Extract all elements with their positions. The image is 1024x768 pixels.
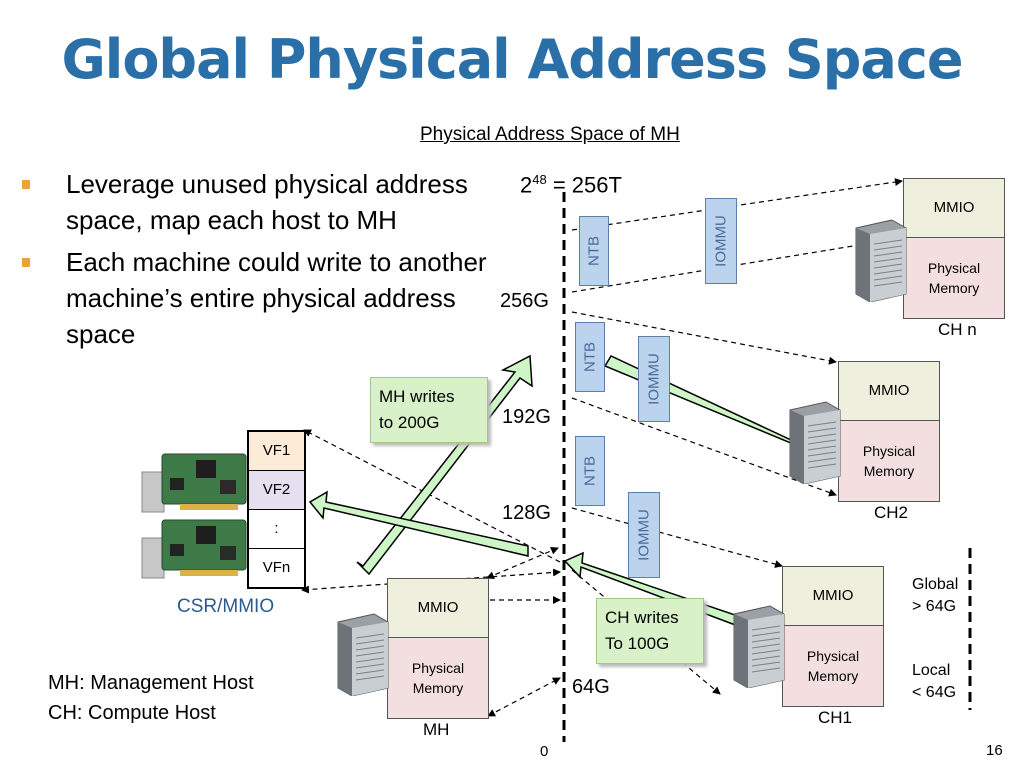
legend: MH: Management Host CH: Compute Host [48,672,254,724]
vf-write-arrow [308,490,529,557]
callout-mh-writes: MH writes to 200G [370,377,488,443]
bullet-marker-icon [22,180,30,189]
nic-card-icon [141,453,247,513]
mmio-region: MMIO [904,179,1004,238]
vf-list: VF1 VF2 : VFn [247,430,306,589]
server-icon [733,605,785,688]
iommu-box: IOMMU [628,492,660,578]
map-arrow [571,178,903,231]
nic-card-icon [141,519,247,579]
vf-item: VF1 [249,432,304,471]
address-label-256g: 256G [500,290,549,312]
scope-local-label: Local < 64G [912,662,957,701]
address-label-128g: 128G [502,502,551,524]
map-arrow [571,397,837,497]
bullet-item: Leverage unused physical address space, … [22,166,502,238]
map-arrow [571,235,903,293]
address-label-64g: 64G [572,676,610,698]
vf-item: VF2 [249,471,304,510]
bullet-item: Each machine could write to another mach… [22,244,502,352]
address-label-192g: 192G [502,406,551,428]
host-label-chn: CH n [938,320,977,339]
ntb-box: NTB [575,436,605,506]
bullet-marker-icon [22,258,30,267]
host-label-mh: MH [423,720,450,739]
callout-ch-writes: CH writes To 100G [596,598,704,664]
vf-item: VFn [262,559,291,576]
server-icon [855,219,907,302]
bullet-list: Leverage unused physical address space, … [22,166,502,358]
scope-global-label: Global > 64G [912,576,959,615]
page-number: 16 [986,742,1003,759]
mmio-region: MMIO [839,362,939,421]
mmio-region: MMIO [388,579,488,638]
map-arrow [571,507,783,568]
diagram-subtitle: Physical Address Space of MH [420,124,680,145]
slide-title: Global Physical Address Space [61,28,963,91]
ntb-box: NTB [575,322,605,392]
vf-item: : [249,510,304,549]
host-label-ch2: CH2 [874,503,909,522]
server-icon [337,613,389,696]
csr-mmio-label: CSR/MMIO [177,596,275,617]
address-label-top: 248 = 256T [520,172,622,198]
map-arrow [487,677,561,717]
server-icon [789,401,841,484]
iommu-box: IOMMU [705,198,737,284]
iommu-box: IOMMU [638,336,670,422]
address-label-0: 0 [540,743,549,760]
mmio-region: MMIO [783,567,883,626]
host-label-ch1: CH1 [818,708,853,727]
ntb-box: NTB [579,216,609,286]
map-arrow [303,429,561,563]
map-arrow [571,311,837,365]
